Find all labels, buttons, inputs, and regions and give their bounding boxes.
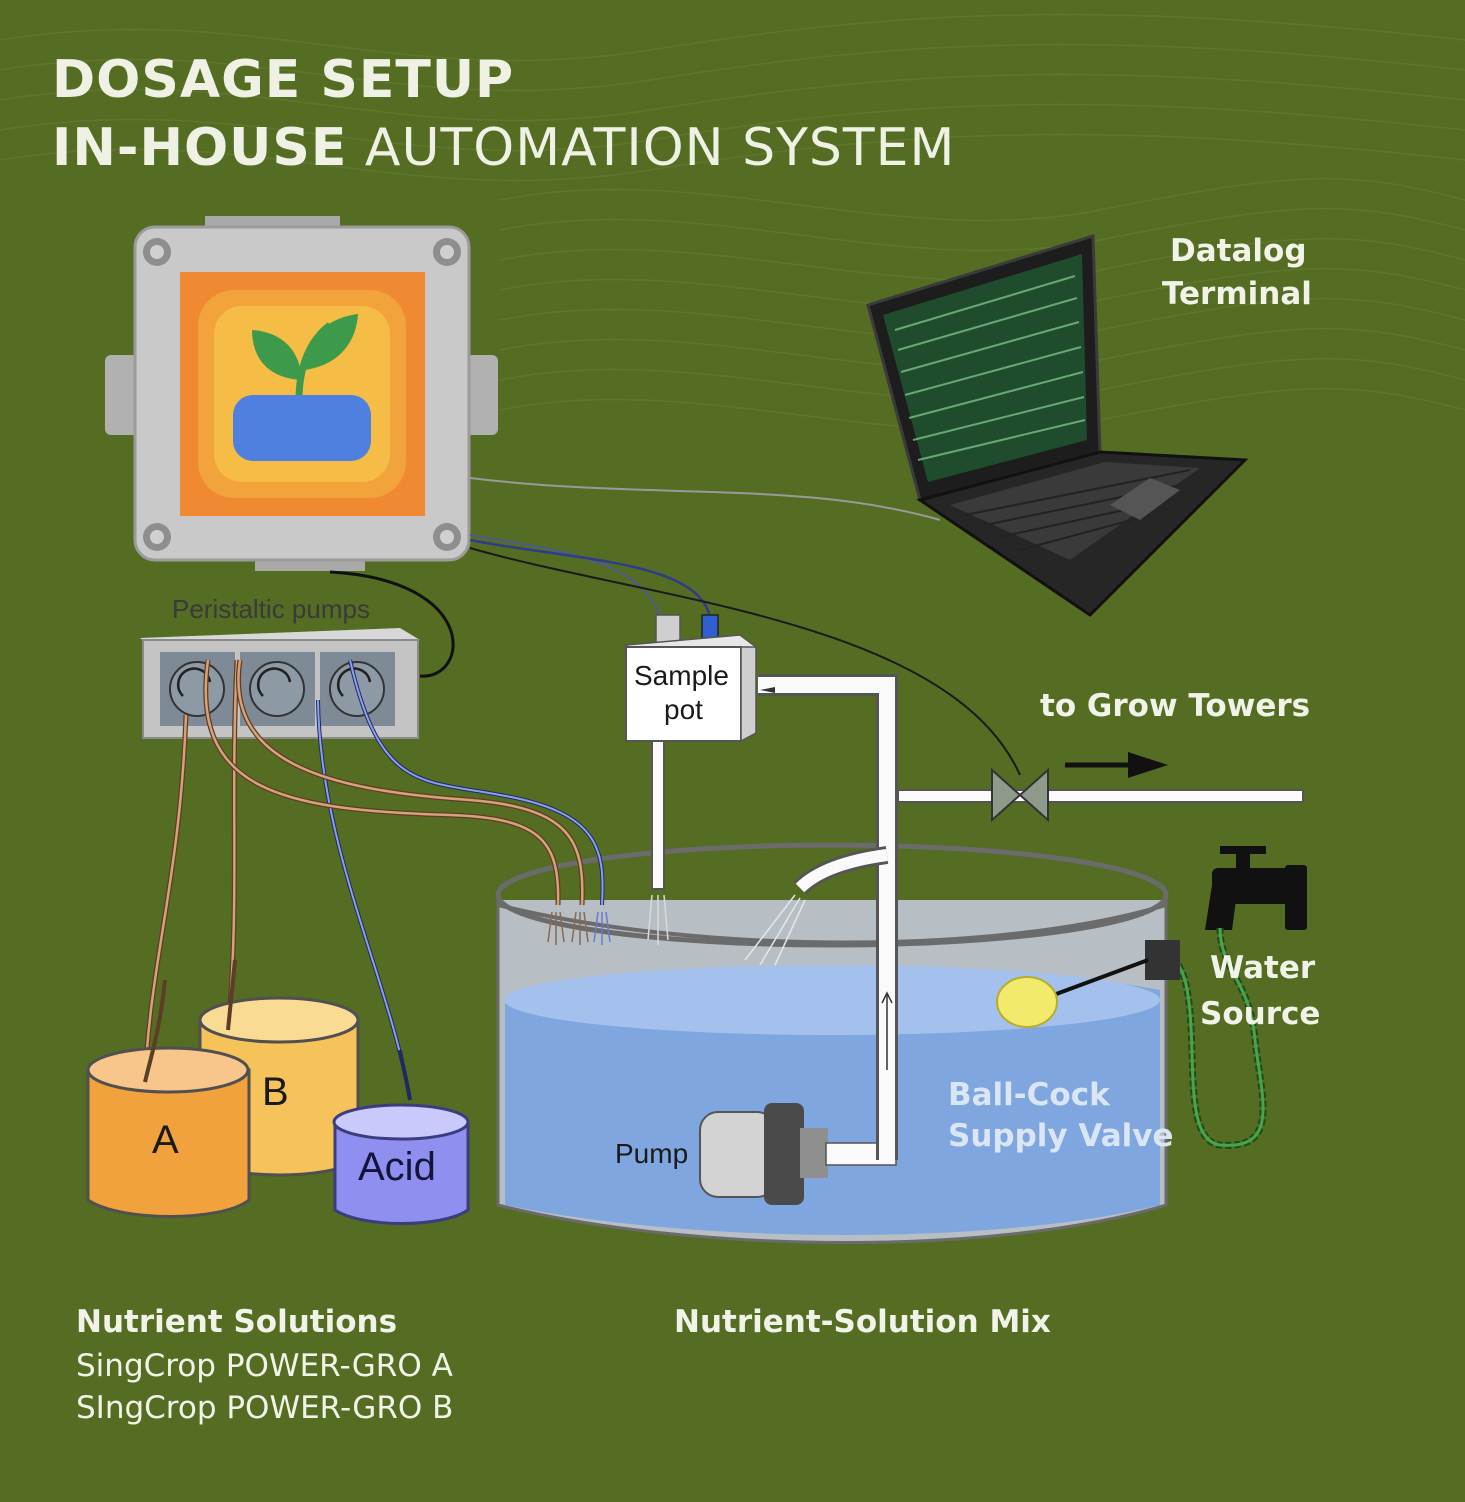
sample-pot: [624, 614, 775, 890]
page-subtitle: IN-HOUSE AUTOMATION SYSTEM: [52, 118, 955, 178]
nutrient-solution-2: SIngCrop POWER-GRO B: [76, 1390, 454, 1426]
plant-app-icon: [180, 272, 425, 516]
datalog-label: Datalog: [1170, 233, 1307, 269]
valve-icon: [991, 767, 1049, 823]
container-b-label: B: [262, 1070, 289, 1114]
to-grow-towers-label: to Grow Towers: [1040, 688, 1311, 724]
container-acid-label: Acid: [358, 1145, 436, 1189]
ball-cock-valve: [996, 940, 1180, 1028]
page-title: DOSAGE SETUP: [52, 50, 515, 110]
subtitle-bold: IN-HOUSE: [52, 118, 348, 178]
water-label: Water: [1210, 950, 1316, 986]
arrow-right-icon: [1128, 752, 1168, 778]
subtitle-rest: AUTOMATION SYSTEM: [364, 118, 956, 178]
source-label: Source: [1200, 996, 1321, 1032]
sample-pot-label-2: pot: [664, 694, 703, 725]
water-faucet-icon: [1205, 846, 1307, 930]
container-a: [86, 1046, 251, 1218]
ballcock-label-2: Supply Valve: [948, 1118, 1174, 1154]
terminal-label: Terminal: [1162, 276, 1312, 312]
ballcock-label-1: Ball-Cock: [948, 1077, 1110, 1113]
mixing-tank: [495, 842, 1169, 1244]
container-a-label: A: [152, 1118, 179, 1162]
container-acid: [332, 1103, 470, 1225]
dosing-drips: [547, 894, 806, 966]
peristaltic-pumps: [140, 628, 420, 739]
pump-label: Pump: [615, 1138, 689, 1169]
nutrient-mix-label: Nutrient-Solution Mix: [674, 1304, 1051, 1340]
nutrient-solution-1: SingCrop POWER-GRO A: [76, 1348, 453, 1384]
touchpad: [1110, 478, 1180, 520]
peristaltic-pumps-label: Peristaltic pumps: [172, 594, 370, 624]
outlet-pipe: [897, 752, 1304, 823]
controller-box: [105, 216, 498, 571]
nutrient-solutions-title: Nutrient Solutions: [76, 1304, 398, 1340]
laptop-icon: [866, 233, 1249, 617]
wires: [329, 477, 1021, 776]
sample-pot-label-1: Sample: [634, 660, 729, 691]
recirculation-pipe: [758, 674, 898, 1160]
dosing-tubes: [142, 659, 605, 1101]
pump-icon: [699, 1103, 897, 1205]
screw-icon: [143, 238, 461, 551]
